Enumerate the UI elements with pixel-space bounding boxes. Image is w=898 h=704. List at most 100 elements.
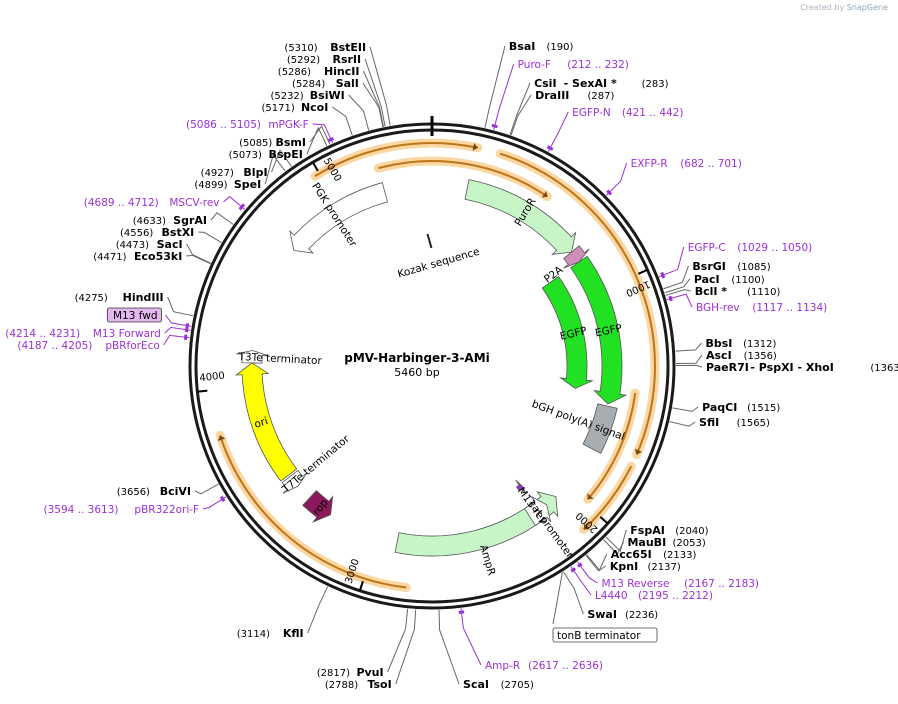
feature-egfp: [570, 255, 628, 405]
restriction-site: PaqCI(1515): [702, 401, 780, 414]
site-position: (1515): [747, 403, 780, 414]
site-leader: [675, 354, 703, 364]
site-leader: [562, 571, 584, 615]
primer-leader: [223, 195, 246, 210]
feature-t7te-terminator: [281, 469, 308, 494]
primer: L4440(2195 .. 2212): [595, 590, 713, 602]
primer-leader: [165, 314, 192, 327]
orf-line: [587, 392, 637, 500]
site-name: BsiWI: [310, 89, 345, 102]
primer-leader: [493, 63, 515, 131]
site-position: (5292): [287, 55, 320, 66]
site-name: ScaI: [463, 678, 489, 691]
primer: MSCV-rev(4689 .. 4712): [84, 197, 220, 209]
site-position: (4473): [116, 240, 149, 251]
site-position: (287): [588, 91, 615, 102]
orf-line: [219, 435, 407, 589]
site-position: (5286): [278, 67, 311, 78]
primer-range: (212 .. 232): [567, 59, 629, 71]
site-leader: [332, 106, 353, 136]
restriction-site: TsoI(2788): [325, 678, 392, 691]
primer-leader: [163, 334, 190, 346]
feature-rop: [302, 490, 334, 523]
site-name: Acc65I: [611, 548, 652, 561]
primer: Amp-R(2617 .. 2636): [485, 660, 603, 672]
boxed-feature-box: [552, 627, 658, 643]
tick-label: 4000: [199, 371, 226, 385]
site-leader: [362, 82, 384, 128]
site-leader: [484, 45, 506, 128]
site-leader: [663, 265, 689, 290]
site-position: (5073): [229, 150, 262, 161]
restriction-site: Eco53kI(4471): [93, 250, 182, 263]
site-leader: [438, 609, 460, 685]
primer-range: (682 .. 701): [680, 158, 742, 170]
orf-line: [314, 142, 479, 178]
site-name: FspAI: [630, 524, 665, 537]
site-position: (3114): [237, 629, 270, 640]
site-name: KflI: [283, 627, 304, 640]
restriction-site: HindIII(4275): [75, 291, 164, 304]
site-name: BlpI: [243, 166, 267, 179]
restriction-site: BclI *(1110): [695, 285, 781, 298]
site-name: MauBI: [627, 536, 666, 549]
primer-name: pBRforEco: [105, 340, 159, 352]
primer-name: M13 Forward: [93, 328, 161, 340]
site-leader: [348, 94, 370, 131]
site-position: (5284): [292, 79, 325, 90]
site-leader: [603, 539, 624, 555]
site-leader: [306, 126, 328, 155]
orf-layer: [215, 138, 660, 593]
primer: EXFP-R(682 .. 701): [631, 158, 742, 170]
feature-label: AmpR: [477, 544, 497, 577]
site-leader: [675, 364, 703, 368]
primer: M13 Forward(4214 .. 4231): [5, 328, 161, 340]
feature-pgk-promoter: [289, 182, 389, 254]
site-leader: [605, 529, 627, 553]
feature-t3te-terminator: [236, 350, 269, 364]
primer: EGFP-C(1029 .. 1050): [688, 242, 813, 254]
site-position: (1356): [744, 351, 777, 362]
primer-range: (2195 .. 2212): [638, 590, 713, 602]
plasmid-size: 5460 bp: [394, 366, 440, 379]
restriction-site: SacI(4473): [116, 238, 183, 251]
primer-range: (3594 .. 3613): [44, 504, 119, 516]
site-extra: - SexAI *: [564, 77, 617, 90]
orf-line: [378, 160, 549, 198]
orf-arrowhead: [472, 142, 478, 151]
primer-leader: [666, 293, 693, 308]
site-leader: [271, 149, 292, 173]
site-name: BstEII: [330, 41, 366, 54]
site-leader: [669, 421, 696, 427]
site-position: (4275): [75, 293, 108, 304]
orf-arrowhead: [587, 493, 594, 500]
primer-name: M13 fwd: [113, 310, 158, 322]
primer-range: (4187 .. 4205): [17, 340, 92, 352]
feature-label: T3Te terminator: [237, 351, 323, 367]
site-name: HincII: [324, 65, 360, 78]
site-leader: [387, 608, 409, 673]
site-name: SgrAI: [173, 214, 207, 227]
orf-line: [582, 465, 633, 531]
primer-name: EGFP-N: [572, 107, 611, 119]
primer-name: BGH-rev: [696, 302, 740, 314]
primer: pBRforEco (4187 .. 4205): [17, 340, 159, 352]
site-leader: [363, 70, 384, 127]
primer-range: (2167 .. 2183): [684, 578, 759, 590]
restriction-site: Acc65I(2133): [611, 548, 697, 561]
site-position: (5310): [284, 43, 317, 54]
primer-box: [106, 307, 162, 323]
site-leader: [509, 82, 531, 135]
site-name: BclI *: [695, 285, 728, 298]
primer-range: (4689 .. 4712): [84, 197, 159, 209]
site-name: BciVI: [160, 485, 191, 498]
site-name: RsrII: [332, 53, 361, 66]
restriction-site: BstEII (5310): [284, 41, 366, 54]
primer: BGH-rev(1117 .. 1134): [696, 302, 827, 314]
kozak-label: Kozak sequence: [396, 246, 481, 281]
site-position: (4556): [120, 228, 153, 239]
orf-arrowhead: [541, 190, 548, 198]
boxed-feature-label: tonB terminator: [557, 630, 641, 642]
restriction-site: NcoI(5171): [261, 101, 328, 114]
